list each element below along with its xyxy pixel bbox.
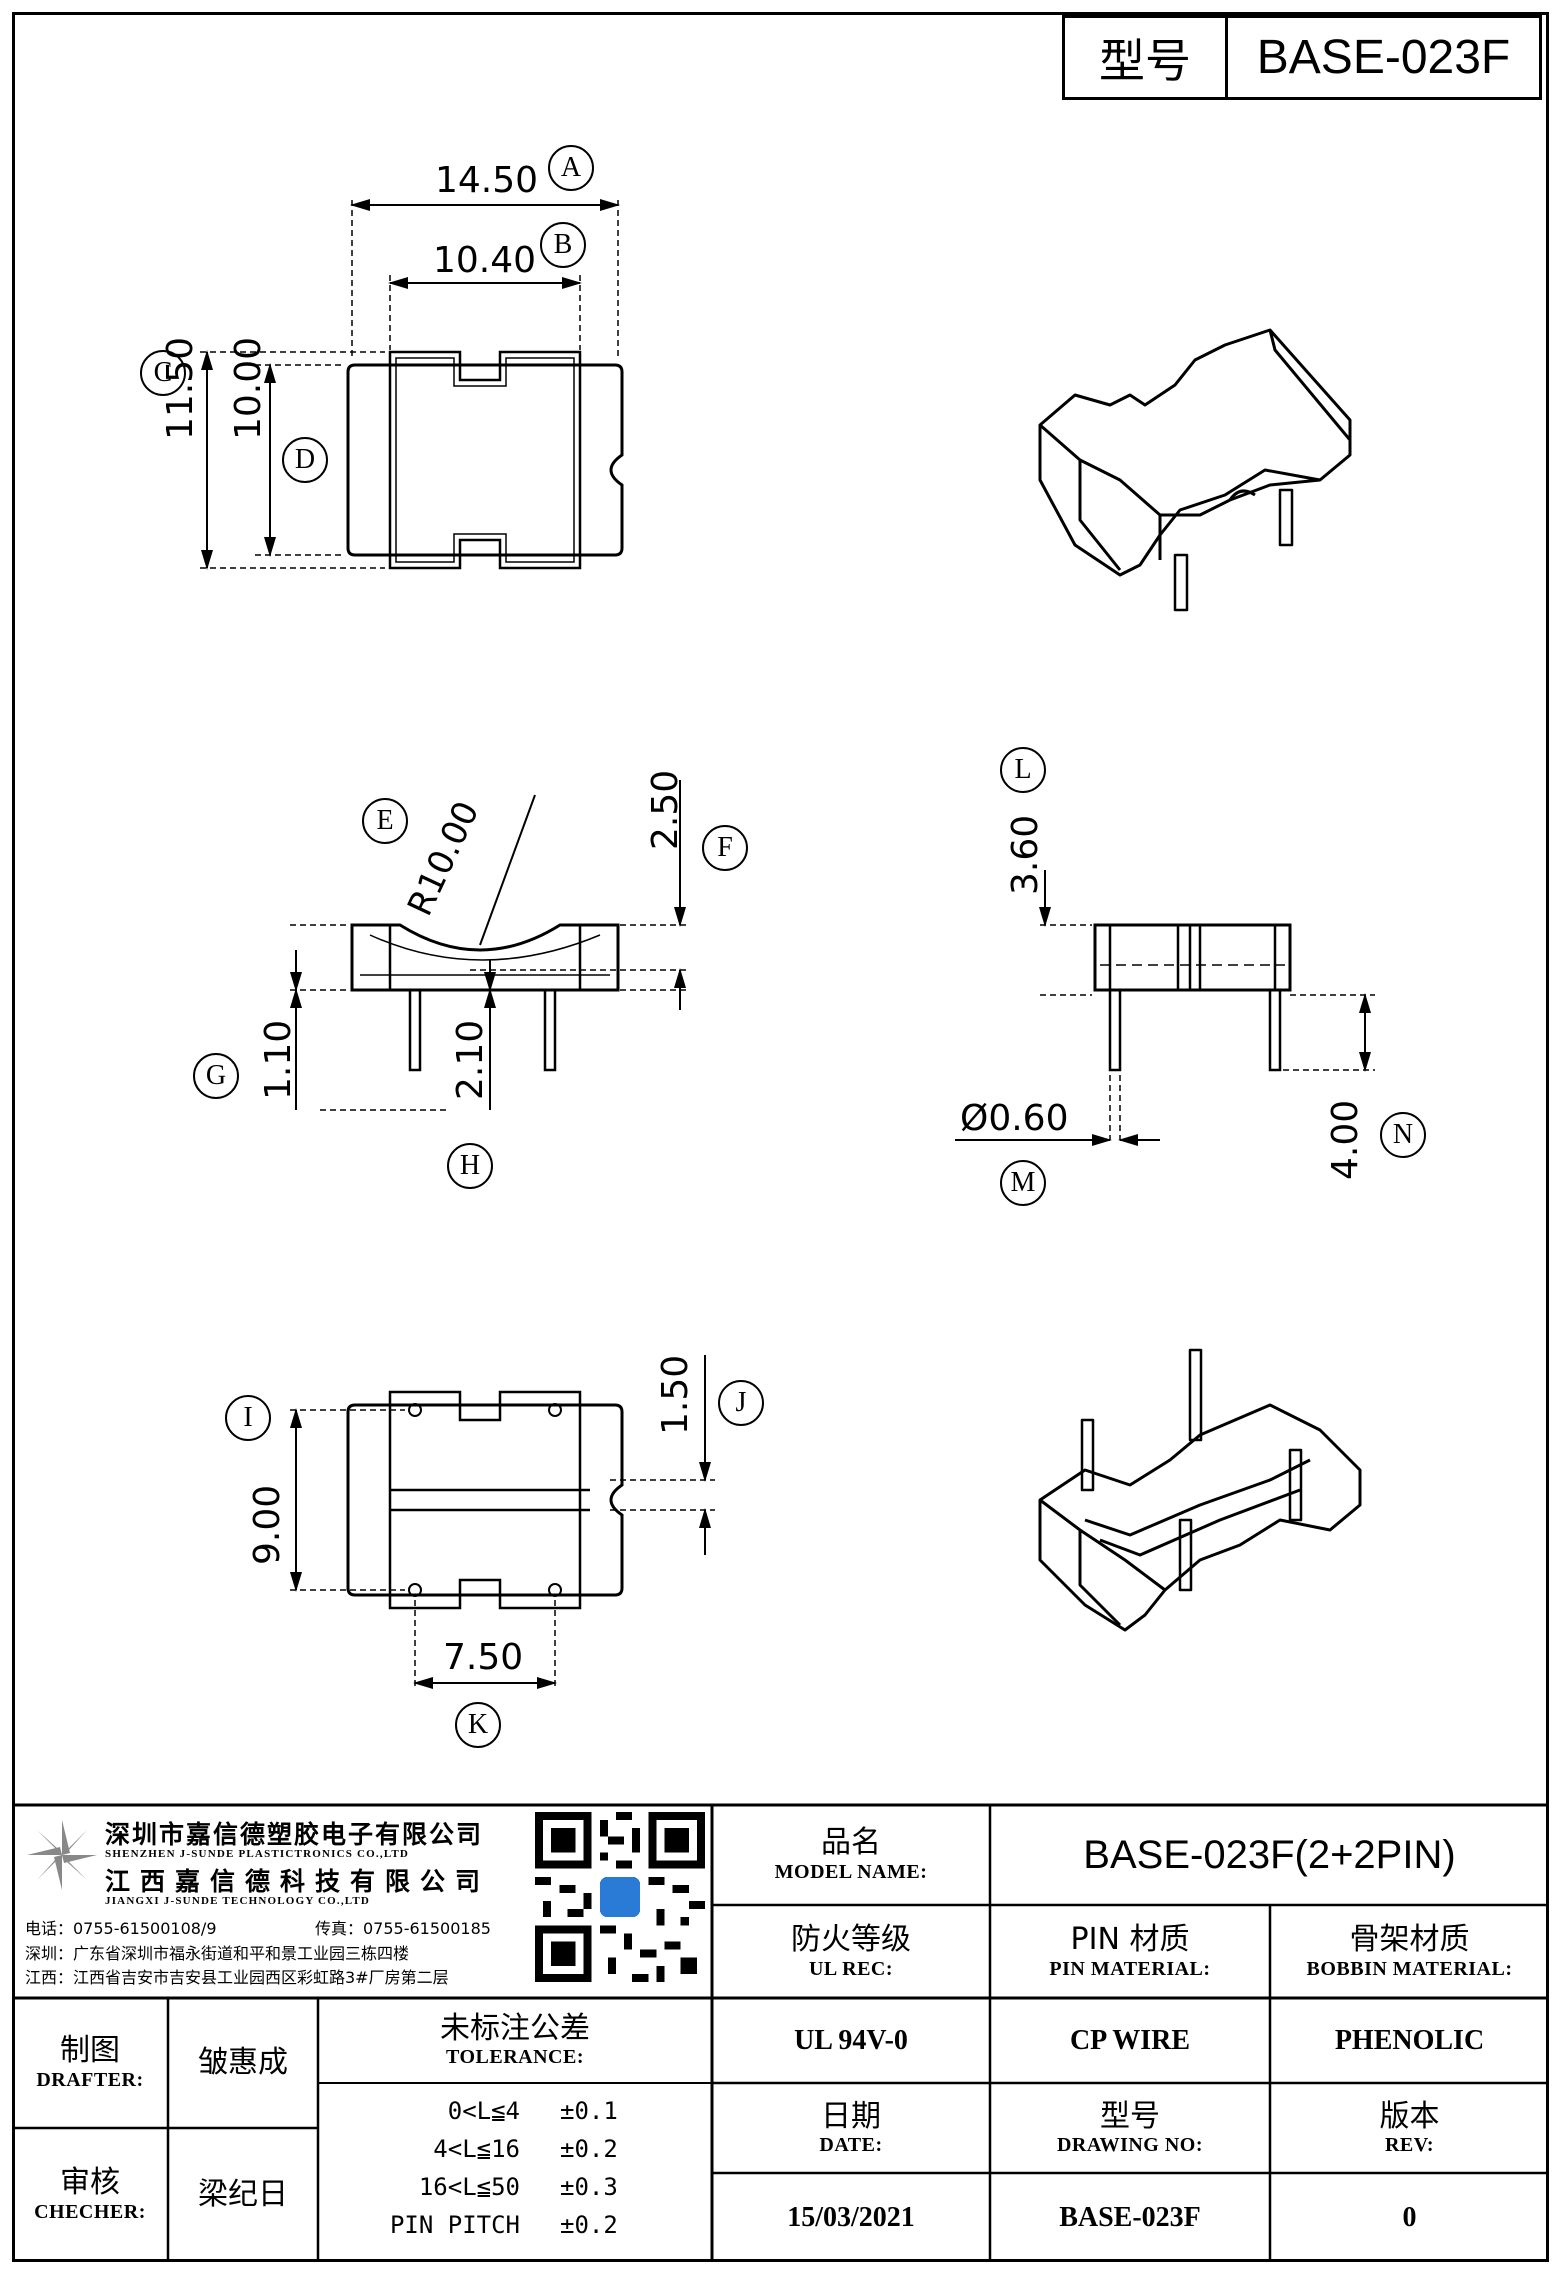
- balloon-e: E: [362, 798, 408, 844]
- balloon-m: M: [1000, 1160, 1046, 1206]
- dim-b-value: 10.40: [433, 240, 537, 281]
- company-address-jx: 江西：江西省吉安市吉安县工业园西区彩虹路3#厂房第二层: [25, 1968, 449, 1987]
- side-view: [1093, 923, 1292, 1072]
- model-label: 型号: [1065, 18, 1228, 97]
- company-phone: 电话：0755-61500108/9: [25, 1919, 217, 1938]
- rev-value: 0: [1402, 2201, 1417, 2233]
- company-fax: 传真：0755-61500185: [315, 1919, 491, 1938]
- drafter-label: 制图 DRAFTER:: [36, 2033, 144, 2091]
- tolerance-label: 未标注公差 TOLERANCE:: [440, 2010, 590, 2069]
- balloon-j: J: [718, 1380, 764, 1426]
- tolerance-row: 4<L≦16 ±0.2: [433, 2135, 618, 2163]
- date-value: 15/03/2021: [787, 2201, 915, 2233]
- balloon-b: B: [540, 222, 586, 268]
- dim-m-value: Ø0.60: [960, 1098, 1069, 1139]
- tolerance-row: PIN PITCH ±0.2: [389, 2211, 618, 2239]
- pin-material-label: PIN 材质 PIN MATERIAL:: [1049, 1922, 1211, 1980]
- company-name-sz-en: SHENZHEN J-SUNDE PLASTICTRONICS CO.,LTD: [105, 1848, 410, 1860]
- balloon-l: L: [1000, 747, 1046, 793]
- company-logo: [27, 1820, 97, 1890]
- balloon-d: D: [282, 437, 328, 483]
- tolerance-row: 16<L≦50 ±0.3: [418, 2173, 618, 2201]
- balloon-h: H: [447, 1143, 493, 1189]
- checker-label: 审核 CHECHER:: [34, 2165, 146, 2223]
- balloon-a: A: [548, 145, 594, 191]
- checker-value: 梁纪日: [198, 2176, 288, 2212]
- ul-rec-value: UL 94V-0: [794, 2024, 908, 2056]
- date-label: 日期 DATE:: [819, 2098, 883, 2157]
- dim-k-value: 7.50: [443, 1637, 524, 1678]
- bottom-view: [346, 1390, 624, 1610]
- rev-label: 版本 REV:: [1379, 2098, 1440, 2157]
- company-address-sz: 深圳：广东省深圳市福永街道和平和景工业园三栋四楼: [25, 1944, 410, 1963]
- balloon-c: C: [140, 350, 186, 396]
- bobbin-material-label: 骨架材质 BOBBIN MATERIAL:: [1306, 1922, 1513, 1980]
- drafter-value: 皱惠成: [198, 2044, 288, 2080]
- top-view: [346, 350, 624, 570]
- company-name-jx-en: JIANGXI J-SUNDE TECHNOLOGY CO.,LTD: [105, 1895, 371, 1907]
- qr-code: [535, 1812, 705, 1982]
- technical-drawing: [200, 199, 1375, 1690]
- model-number-box: 型号 BASE-023F: [1062, 15, 1542, 100]
- isometric-view-bottom: [1038, 1348, 1362, 1632]
- company-name-sz: 深圳市嘉信德塑胶电子有限公司: [105, 1820, 484, 1849]
- model-name-label: 品名 MODEL NAME:: [774, 1825, 928, 1883]
- tolerance-row: 0<L≦4 ±0.1: [447, 2097, 618, 2125]
- ul-rec-label: 防火等级 UL REC:: [791, 1922, 911, 1980]
- isometric-view-top: [1038, 328, 1352, 612]
- pin-material-value: CP WIRE: [1069, 2024, 1191, 2056]
- bobbin-material-value: PHENOLIC: [1334, 2024, 1485, 2056]
- drawing-no-value: BASE-023F: [1059, 2201, 1201, 2233]
- balloon-n: N: [1380, 1112, 1426, 1158]
- balloon-f: F: [702, 825, 748, 871]
- tolerance-table: 0<L≦4 ±0.1 4<L≦16 ±0.2 16<L≦50 ±0.3 PIN …: [330, 2092, 700, 2244]
- balloon-i: I: [225, 1395, 271, 1441]
- balloon-g: G: [193, 1053, 239, 1099]
- drawing-no-label: 型号 DRAWING NO:: [1056, 2098, 1204, 2157]
- dim-a-value: 14.50: [435, 160, 539, 201]
- balloon-k: K: [455, 1702, 501, 1748]
- company-name-jx: 江西嘉信德科技有限公司: [105, 1867, 491, 1896]
- model-value: BASE-023F: [1256, 31, 1511, 84]
- model-name-value: BASE-023F(2+2PIN): [1083, 1832, 1456, 1877]
- drawing-sheet: [12, 12, 1549, 2262]
